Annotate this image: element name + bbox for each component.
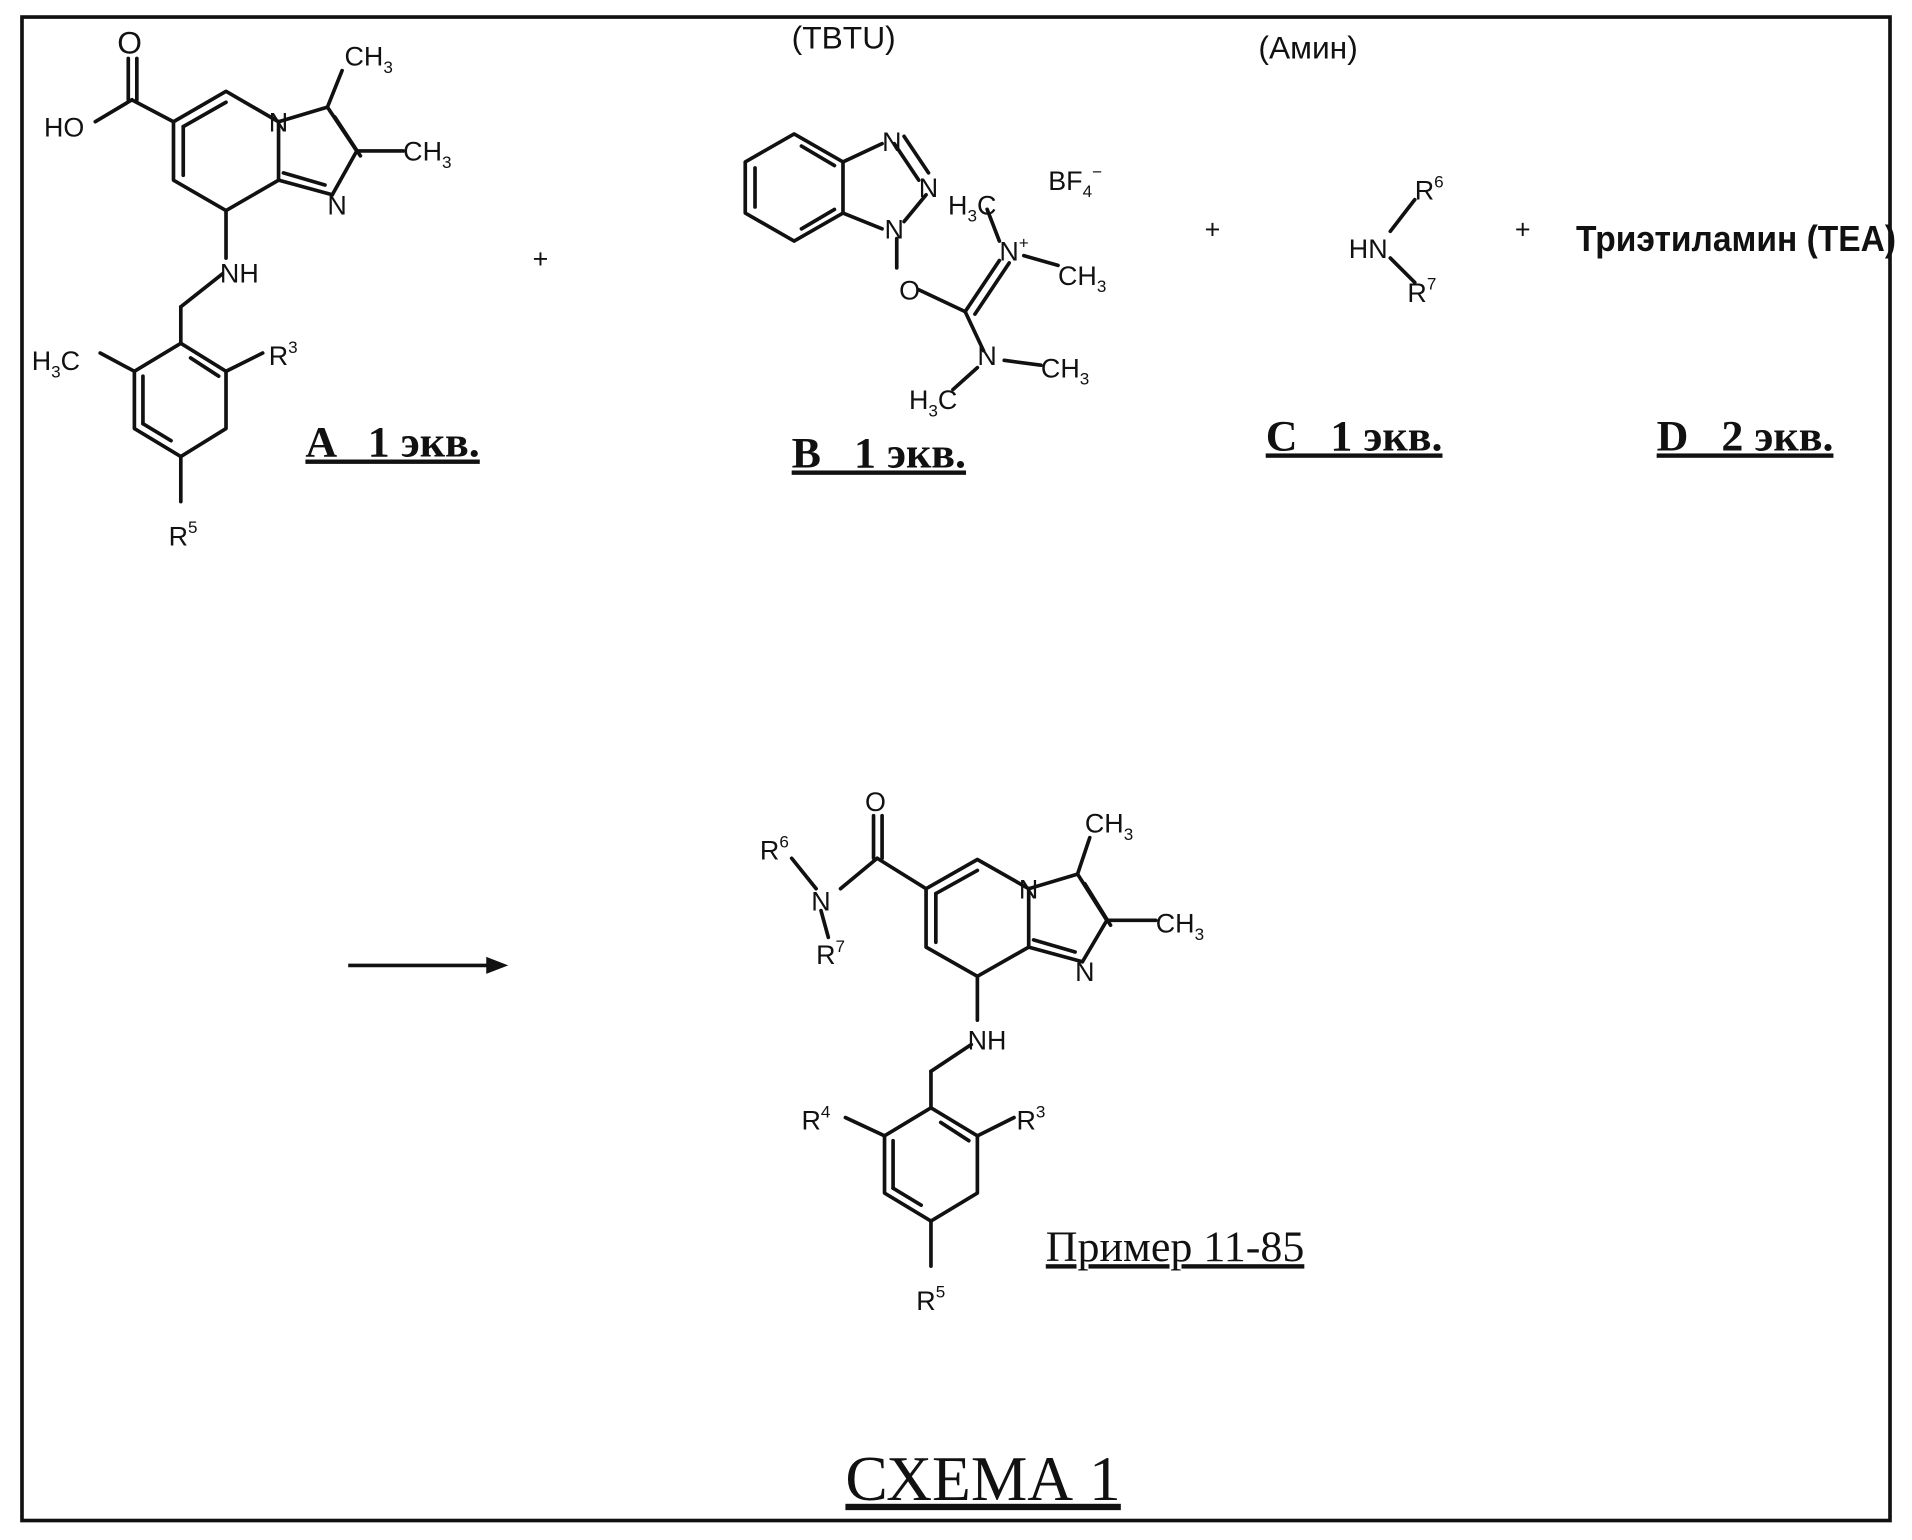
tbtu-n3: N: [885, 215, 904, 245]
product-methyl-top: CH3: [1085, 809, 1133, 844]
tbtu-ch3-right: CH3: [1058, 261, 1106, 296]
scheme-title: СХЕМА 1: [845, 1443, 1120, 1514]
product-r7: R7: [816, 937, 845, 970]
product-methyl-right: CH3: [1156, 909, 1204, 944]
atom-ho: HO: [44, 112, 84, 142]
methyl-aryl-label: H3C: [32, 346, 80, 381]
tbtu-h3c-lower: H3C: [909, 385, 957, 420]
plus-sign-1: +: [533, 244, 549, 274]
reagent-b-name: (TBTU): [792, 20, 896, 56]
r5-label: R5: [169, 518, 198, 551]
amine-hn: HN: [1349, 234, 1388, 264]
reagent-d-equiv: D 2 экв.: [1657, 413, 1834, 461]
tbtu-n2: N: [919, 173, 938, 203]
tbtu-n-plus: N+: [999, 233, 1028, 266]
atom-n-imidazole: N: [327, 190, 346, 220]
tbtu-n-amine: N: [977, 341, 996, 371]
product-nh: NH: [968, 1025, 1007, 1055]
amine-r7: R7: [1407, 275, 1436, 308]
product-o: O: [865, 787, 886, 817]
reagent-c-equiv: C 1 экв.: [1266, 413, 1443, 461]
tbtu-o: O: [899, 276, 920, 306]
tbtu-n1: N: [882, 127, 901, 157]
methyl-top-label: CH3: [345, 42, 393, 77]
product-r4: R4: [801, 1103, 830, 1136]
tbtu-bf4: BF4−: [1048, 163, 1102, 201]
reagent-d-name: Триэтиламин (TEA): [1576, 218, 1896, 259]
reagent-c-structure: [1390, 200, 1414, 283]
atom-o: O: [117, 25, 142, 61]
product-n-ring: N: [1019, 874, 1038, 904]
tbtu-h3c-top: H3C: [948, 190, 996, 225]
plus-sign-3: +: [1515, 215, 1531, 245]
amine-r6: R6: [1415, 173, 1444, 206]
atom-n-ring: N: [269, 108, 288, 138]
product-r6: R6: [760, 832, 789, 865]
product-n-imidazole: N: [1075, 957, 1094, 987]
reagent-b-equiv: B 1 экв.: [792, 430, 966, 478]
reaction-arrow: [348, 957, 508, 974]
product-r3: R3: [1016, 1103, 1045, 1136]
r3-label: R3: [269, 338, 298, 371]
methyl-right-label: CH3: [403, 137, 451, 172]
plus-sign-2: +: [1205, 215, 1221, 245]
atom-nh: NH: [220, 258, 259, 288]
product-amide-n: N: [811, 887, 830, 917]
product-r5: R5: [916, 1283, 945, 1316]
product-label: Пример 11-85: [1046, 1223, 1305, 1271]
tbtu-ch3-lower: CH3: [1041, 353, 1089, 388]
reagent-c-name: (Амин): [1258, 29, 1357, 65]
reagent-a-equiv: A 1 экв.: [305, 419, 479, 467]
